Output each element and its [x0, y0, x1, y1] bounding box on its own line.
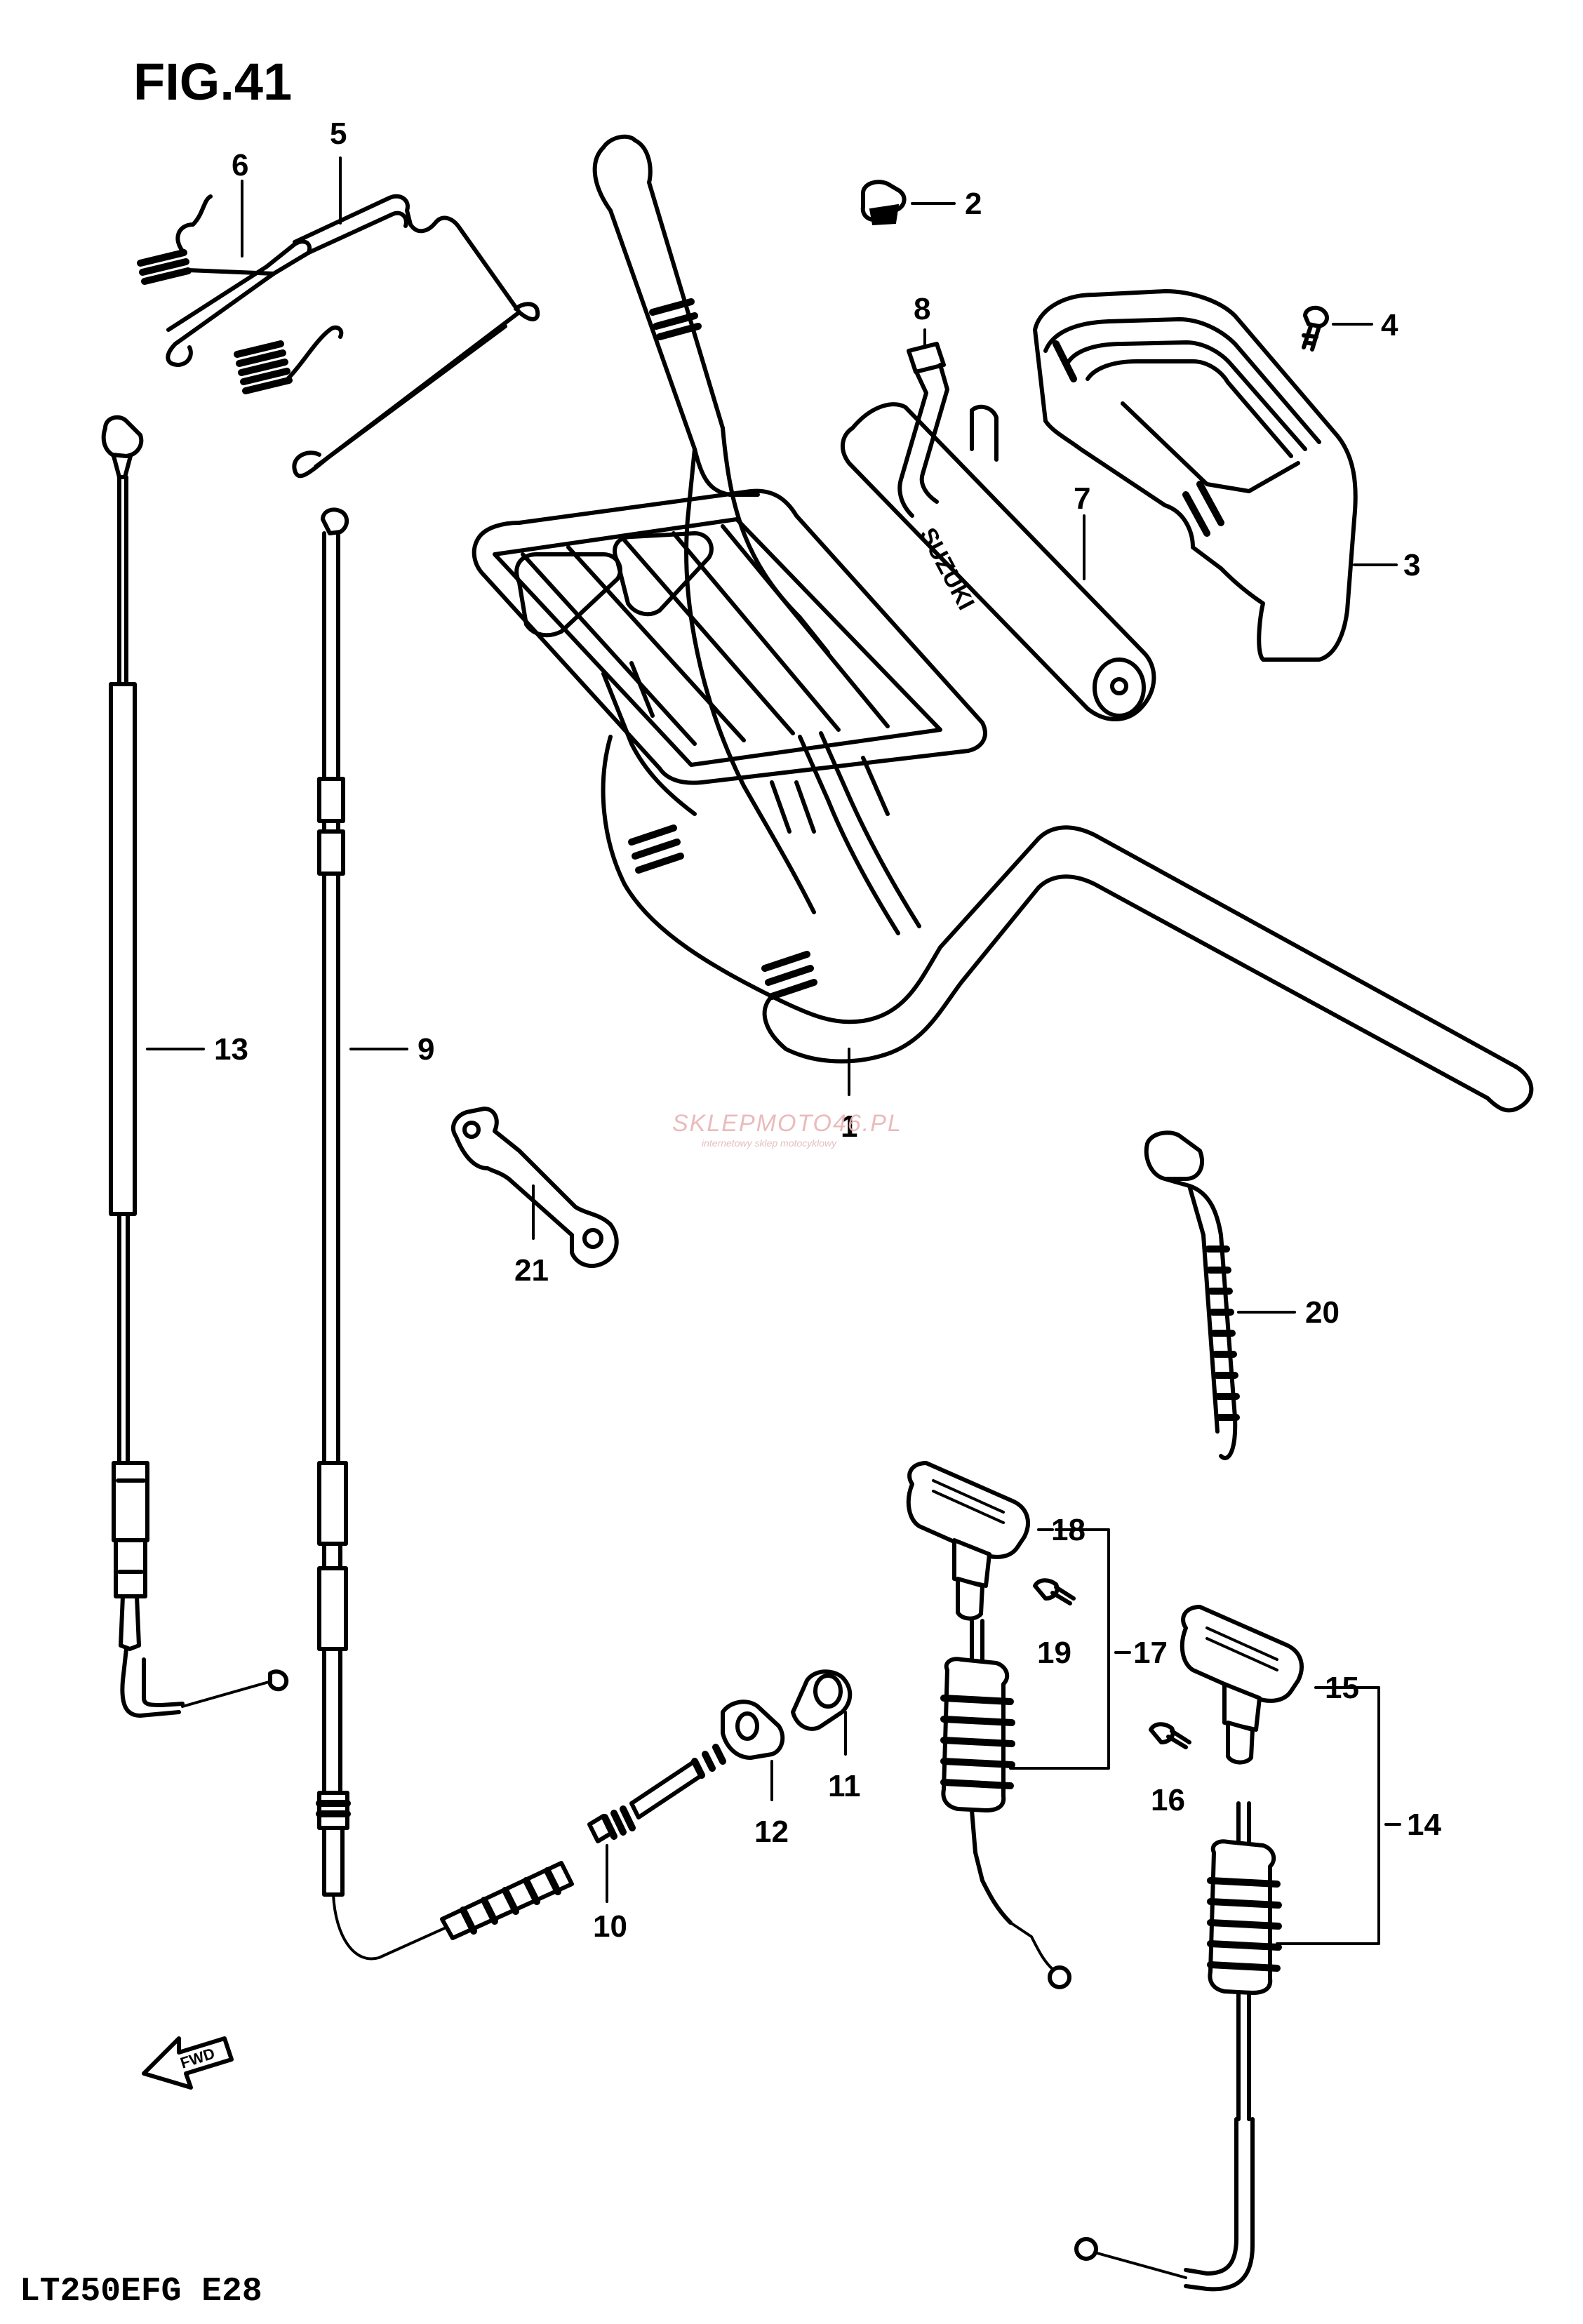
handlebar-cover [1033, 289, 1398, 662]
part-label-13: 13 [214, 1032, 248, 1067]
part-label-7: 7 [1074, 481, 1090, 516]
forward-direction-marker: FWD [142, 2036, 234, 2090]
bushing [721, 1699, 785, 1801]
part-label-12: 12 [754, 1815, 789, 1849]
part-label-2: 2 [965, 187, 982, 221]
screw-4 [1302, 305, 1373, 352]
part-label-9: 9 [418, 1032, 434, 1067]
part-label-10: 10 [593, 1909, 627, 1944]
watermark: SKLEPMOTO46.PL internetowy sklep motocyk… [672, 1110, 902, 1149]
model-code: LT250EFG E28 [20, 2273, 262, 2311]
part-label-14: 14 [1407, 1808, 1441, 1842]
cable-band [1144, 1130, 1296, 1460]
part-label-21: 21 [514, 1253, 549, 1288]
spring-clip [137, 180, 344, 394]
part-label-20: 20 [1305, 1295, 1340, 1330]
part-label-5: 5 [330, 116, 347, 151]
holder-wire [292, 156, 540, 479]
switch-assembly-17 [906, 1461, 1131, 1989]
part-label-11: 11 [828, 1769, 861, 1803]
cable-bracket [451, 1107, 619, 1268]
part-label-19: 19 [1037, 1636, 1071, 1670]
part-label-1: 1 [841, 1109, 857, 1144]
watermark-sub: internetowy sklep motocyklowy [702, 1137, 837, 1149]
part-label-6: 6 [232, 148, 248, 182]
cable-adjuster [440, 1744, 726, 1940]
part-label-3: 3 [1403, 548, 1420, 582]
switch-assembly-14 [1074, 1605, 1401, 2292]
part-label-16: 16 [1151, 1783, 1185, 1817]
pad-strap [897, 328, 949, 518]
part-label-8: 8 [914, 292, 930, 326]
part-label-17: 17 [1133, 1636, 1168, 1670]
cable-fitting [791, 1669, 853, 1756]
watermark-main: SKLEPMOTO46.PL [672, 1110, 902, 1137]
plug-cap [860, 180, 956, 226]
part-label-15: 15 [1325, 1671, 1359, 1705]
part-label-18: 18 [1051, 1513, 1086, 1547]
part-label-4: 4 [1381, 308, 1398, 342]
figure-title: FIG.41 [133, 53, 292, 111]
brake-cable-9 [316, 507, 450, 1961]
throttle-cable-13 [101, 415, 289, 1718]
handlebar-assembly [472, 134, 1534, 1113]
